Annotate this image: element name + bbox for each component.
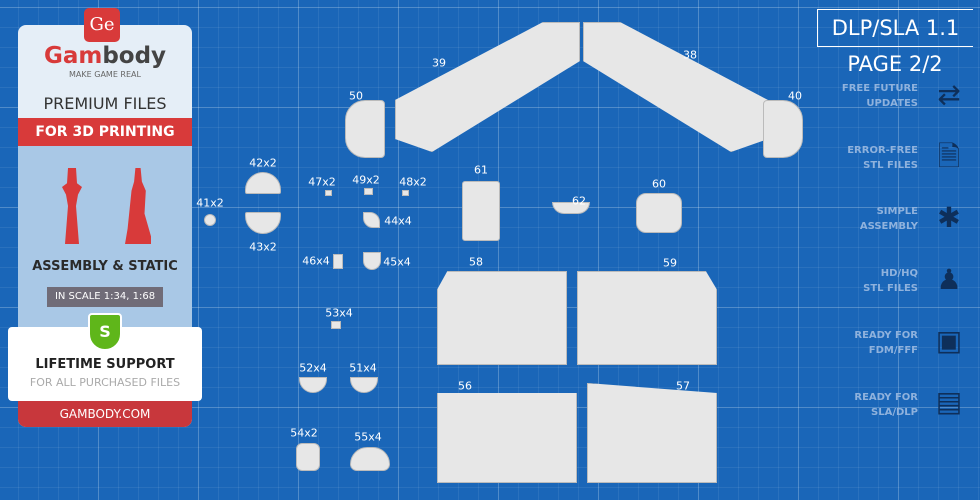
part-50 bbox=[345, 100, 385, 158]
brand-name-red: Gam bbox=[43, 43, 103, 69]
file-check-icon: 🗎 bbox=[937, 140, 961, 173]
part-label: 61 bbox=[474, 163, 488, 177]
part-42 bbox=[245, 172, 281, 194]
feature-line1: FREE FUTURE bbox=[841, 83, 918, 94]
part-label: 56 bbox=[458, 379, 472, 393]
part-41 bbox=[204, 214, 216, 226]
page-label: PAGE 2/2 bbox=[847, 52, 943, 76]
part-58 bbox=[437, 271, 567, 365]
part-43 bbox=[245, 212, 281, 234]
part-label: 39 bbox=[432, 56, 446, 70]
part-label: 45x4 bbox=[383, 255, 411, 269]
part-label: 44x4 bbox=[384, 214, 412, 228]
part-60 bbox=[636, 193, 682, 233]
assembly-static: ASSEMBLY & STATIC bbox=[32, 259, 178, 274]
part-49 bbox=[364, 188, 373, 195]
version-label: DLP/SLA 1.1 bbox=[817, 9, 973, 47]
person-icon: ♟ bbox=[936, 263, 962, 296]
gambody-logo-icon: Ge bbox=[84, 8, 120, 42]
feature-sla: READY FOR SLA/DLP bbox=[818, 390, 918, 420]
part-label: 58 bbox=[469, 255, 483, 269]
part-44 bbox=[363, 212, 380, 228]
sla-printer-icon: ▤ bbox=[935, 385, 963, 418]
part-56 bbox=[437, 393, 577, 483]
part-label: 60 bbox=[652, 177, 666, 191]
feature-line1: SIMPLE bbox=[876, 206, 918, 217]
part-label: 62 bbox=[572, 194, 586, 208]
feature-line2: UPDATES bbox=[866, 98, 918, 109]
feature-line2: STL FILES bbox=[863, 160, 918, 171]
feature-error-free: ERROR-FREE STL FILES bbox=[818, 143, 918, 173]
updates-icon: ⇄ bbox=[937, 78, 961, 111]
part-label: 40 bbox=[788, 89, 802, 103]
part-label: 43x2 bbox=[249, 240, 277, 254]
part-61 bbox=[462, 181, 500, 241]
feature-fdm: READY FOR FDM/FFF bbox=[818, 328, 918, 358]
part-52 bbox=[299, 377, 327, 393]
part-57 bbox=[587, 383, 717, 483]
part-label: 52x4 bbox=[299, 361, 327, 375]
premium-files: PREMIUM FILES bbox=[43, 94, 167, 113]
feature-line2: ASSEMBLY bbox=[859, 221, 918, 232]
feature-line2: SLA/DLP bbox=[871, 407, 918, 418]
part-47 bbox=[325, 190, 332, 196]
shield-icon: S bbox=[88, 313, 122, 351]
feature-line2: FDM/FFF bbox=[868, 345, 918, 356]
part-label: 48x2 bbox=[399, 175, 427, 189]
part-label: 59 bbox=[663, 256, 677, 270]
part-38 bbox=[583, 22, 768, 152]
fdm-printer-icon: ▣ bbox=[935, 324, 963, 357]
feature-line2: STL FILES bbox=[863, 283, 918, 294]
feature-line1: HD/HQ bbox=[880, 268, 918, 279]
part-45 bbox=[363, 252, 381, 270]
part-label: 42x2 bbox=[249, 156, 277, 170]
puzzle-icon: ✱ bbox=[937, 201, 961, 234]
part-48 bbox=[402, 190, 409, 196]
scale-badge: IN SCALE 1:34, 1:68 bbox=[47, 287, 163, 307]
part-label: 41x2 bbox=[196, 196, 224, 210]
part-59 bbox=[577, 271, 717, 365]
part-label: 54x2 bbox=[290, 426, 318, 440]
feature-simple-assembly: SIMPLE ASSEMBLY bbox=[818, 204, 918, 234]
part-label: 50 bbox=[349, 89, 363, 103]
figure-assembly-icon bbox=[62, 168, 82, 244]
feature-hd: HD/HQ STL FILES bbox=[818, 266, 918, 296]
part-40 bbox=[763, 100, 803, 158]
part-55 bbox=[350, 447, 390, 471]
feature-line1: ERROR-FREE bbox=[847, 145, 918, 156]
part-53 bbox=[331, 321, 341, 329]
part-46 bbox=[333, 254, 343, 269]
part-label: 38 bbox=[683, 48, 697, 62]
part-label: 51x4 bbox=[349, 361, 377, 375]
brand-name-gray: body bbox=[102, 43, 167, 69]
part-39 bbox=[395, 22, 580, 152]
brand-name: Gambody bbox=[18, 45, 192, 68]
part-54 bbox=[296, 443, 320, 471]
site-link[interactable]: GAMBODY.COM bbox=[18, 401, 192, 427]
for-3d-printing: FOR 3D PRINTING bbox=[18, 118, 192, 146]
feature-line1: READY FOR bbox=[854, 392, 918, 403]
part-51 bbox=[350, 377, 378, 393]
support-subtitle: FOR ALL PURCHASED FILES bbox=[29, 376, 181, 389]
feature-line1: READY FOR bbox=[854, 330, 918, 341]
part-label: 46x4 bbox=[302, 254, 330, 268]
part-label: 47x2 bbox=[308, 175, 336, 189]
support-title: LIFETIME SUPPORT bbox=[35, 357, 175, 372]
part-label: 57 bbox=[676, 379, 690, 393]
part-label: 55x4 bbox=[354, 430, 382, 444]
tagline: MAKE GAME REAL bbox=[69, 70, 141, 79]
part-label: 53x4 bbox=[325, 306, 353, 320]
part-label: 49x2 bbox=[352, 173, 380, 187]
feature-updates: FREE FUTURE UPDATES bbox=[818, 81, 918, 111]
